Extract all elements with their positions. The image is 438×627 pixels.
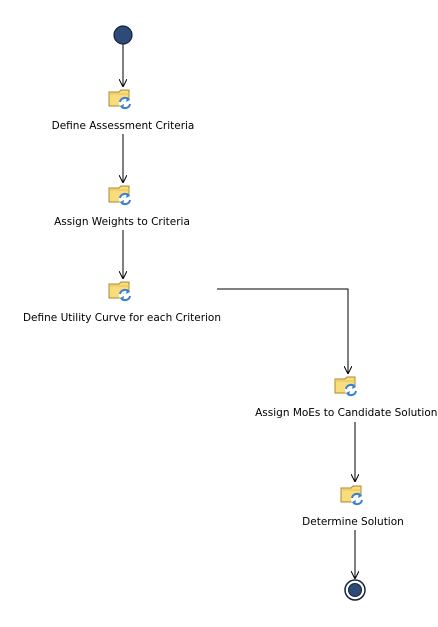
action-node-define-utility-curve[interactable]: [108, 281, 132, 302]
activity-refresh-icon: [108, 89, 132, 110]
activity-refresh-icon: [108, 281, 132, 302]
action-label-define-assessment-criteria: Define Assessment Criteria: [51, 120, 195, 132]
activity-refresh-icon: [108, 185, 132, 206]
activity-refresh-icon: [340, 485, 364, 506]
action-node-assign-weights[interactable]: [108, 185, 132, 206]
action-node-determine-solution[interactable]: [340, 485, 364, 506]
action-label-assign-weights: Assign Weights to Criteria: [54, 216, 190, 228]
action-node-define-assessment-criteria[interactable]: [108, 89, 132, 110]
initial-node[interactable]: [113, 25, 133, 45]
activity-refresh-icon: [334, 376, 358, 397]
action-label-determine-solution: Determine Solution: [302, 516, 404, 528]
action-node-assign-moes[interactable]: [334, 376, 358, 397]
final-node[interactable]: [344, 579, 366, 601]
action-label-define-utility-curve: Define Utility Curve for each Criterion: [22, 312, 222, 324]
action-label-assign-moes: Assign MoEs to Candidate Solutions: [255, 407, 438, 419]
edges: [123, 44, 355, 578]
edge-a3-to-a4: [217, 288, 348, 373]
